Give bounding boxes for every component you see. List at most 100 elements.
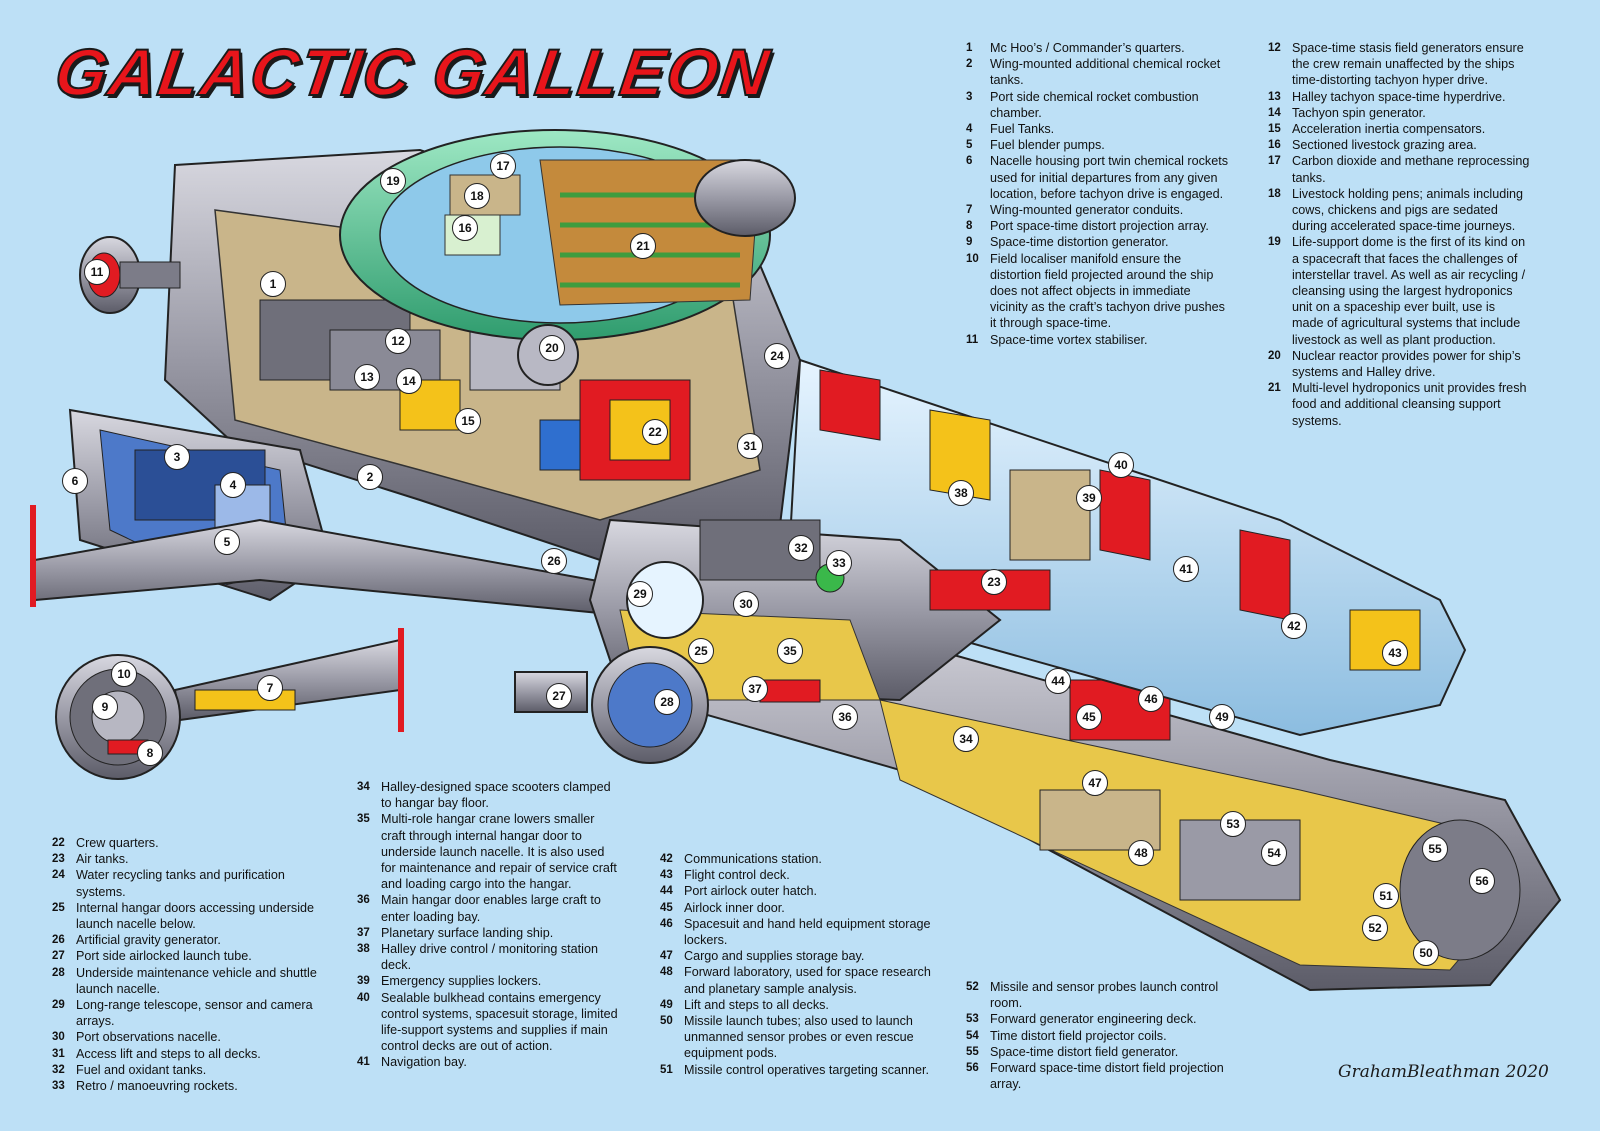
callout-badge: 1 [260, 271, 286, 297]
legend-item-text: Livestock holding pens; animals includin… [1292, 186, 1524, 234]
legend-item-text: Space-time vortex stabiliser. [990, 332, 1148, 347]
legend-item-text: Internal hangar doors accessing undersid… [76, 900, 315, 932]
legend-item-text: Fuel Tanks. [990, 122, 1055, 137]
legend-item-number: 51 [660, 1063, 673, 1076]
legend-item-text: Multi-level hydroponics unit provides fr… [1292, 381, 1527, 428]
callout-badge: 43 [1382, 640, 1408, 666]
life-support-dome [339, 129, 771, 341]
legend-item-number: 23 [52, 853, 65, 866]
legend-item-number: 56 [966, 1062, 979, 1075]
legend-item: 19 Life-support dome is the first of its … [1268, 234, 1530, 347]
legend-item-text: Port side airlocked launch tube. [76, 949, 252, 964]
legend-item-number: 46 [660, 917, 673, 930]
callout-badge: 42 [1281, 613, 1307, 639]
callout-badge: 47 [1082, 770, 1108, 796]
legend-item-number: 6 [966, 155, 973, 168]
legend-item-text: Space-time distort field generator. [990, 1044, 1179, 1059]
legend-item-number: 11 [966, 333, 979, 346]
legend-item-text: Forward generator engineering deck. [990, 1012, 1197, 1027]
legend-item-number: 13 [1268, 90, 1281, 103]
callout-badge: 37 [742, 676, 768, 702]
legend-item-number: 44 [660, 885, 673, 898]
callout-badge: 28 [654, 689, 680, 715]
legend-item-text: Halley tachyon space-time hyperdrive. [1292, 89, 1506, 104]
legend-item: 13 Halley tachyon space-time hyperdrive. [1268, 89, 1530, 105]
callout-badge: 7 [257, 675, 283, 701]
callout-badge: 6 [62, 468, 88, 494]
legend-item-text: Navigation bay. [381, 1055, 467, 1070]
legend-item-number: 54 [966, 1029, 979, 1042]
callout-badge: 29 [627, 581, 653, 607]
callout-badge: 22 [642, 419, 668, 445]
legend-item-text: Life-support dome is the first of its ki… [1292, 235, 1526, 347]
legend-item-text: Long-range telescope, sensor and camera … [76, 998, 313, 1029]
callout-badge: 45 [1076, 704, 1102, 730]
legend-item-number: 22 [52, 837, 65, 849]
legend-item-number: 55 [966, 1045, 979, 1058]
legend-item: 22 Crew quarters. [52, 835, 320, 851]
legend-item-number: 34 [357, 781, 370, 793]
legend-item-text: Underside maintenance vehicle and shuttl… [76, 965, 317, 996]
legend-item-text: Spacesuit and hand held equipment storag… [684, 916, 931, 948]
legend-item-number: 19 [1268, 236, 1281, 249]
legend-item: 34 Halley-designed space scooters clamped… [357, 779, 622, 811]
legend-item-number: 2 [966, 58, 973, 71]
legend-item: 21 Multi-level hydroponics unit provides … [1268, 380, 1530, 429]
legend-item-text: Crew quarters. [76, 836, 159, 850]
legend-item-number: 9 [966, 236, 973, 249]
callout-badge: 16 [452, 215, 478, 241]
legend-item-text: Nuclear reactor provides power for ship’… [1292, 348, 1521, 380]
legend-item-text: Time distort field projector coils. [990, 1028, 1167, 1043]
legend-item-number: 45 [660, 901, 673, 914]
legend-item-text: Halley-designed space scooters clamped t… [381, 780, 611, 811]
legend-item-number: 21 [1268, 382, 1281, 395]
legend-item-text: Sealable bulkhead contains emergency con… [381, 990, 618, 1054]
legend-item-number: 16 [1268, 139, 1281, 152]
legend-item-number: 12 [1268, 42, 1281, 54]
callout-badge: 21 [630, 233, 656, 259]
legend-item-number: 3 [966, 90, 973, 103]
callout-badge: 56 [1469, 868, 1495, 894]
callout-badge: 26 [541, 548, 567, 574]
legend-item-number: 49 [660, 998, 673, 1011]
legend-item-number: 38 [357, 943, 370, 956]
legend-item-number: 48 [660, 966, 673, 979]
legend-item: 55 Space-time distort field generator. [966, 1044, 1231, 1060]
callout-badge: 25 [688, 638, 714, 664]
callout-badge: 18 [464, 183, 490, 209]
callout-badge: 3 [164, 444, 190, 470]
legend-item-text: Artificial gravity generator. [76, 933, 221, 948]
legend-item-number: 26 [52, 934, 65, 947]
callout-badge: 8 [137, 740, 163, 766]
legend-item-text: Forward laboratory, used for space resea… [684, 965, 931, 996]
legend-item-number: 1 [966, 42, 973, 54]
legend-item-text: Port airlock outer hatch. [684, 884, 817, 899]
legend-item-number: 31 [52, 1047, 65, 1060]
legend-item-text: Carbon dioxide and methane reprocessing … [1292, 154, 1530, 185]
legend-item-text: Water recycling tanks and purification s… [76, 868, 285, 899]
legend-item-number: 52 [966, 981, 979, 993]
legend-item-number: 8 [966, 220, 973, 233]
legend-item: 26 Artificial gravity generator. [52, 932, 320, 948]
legend-item-text: Port side chemical rocket combustion cha… [990, 89, 1199, 120]
